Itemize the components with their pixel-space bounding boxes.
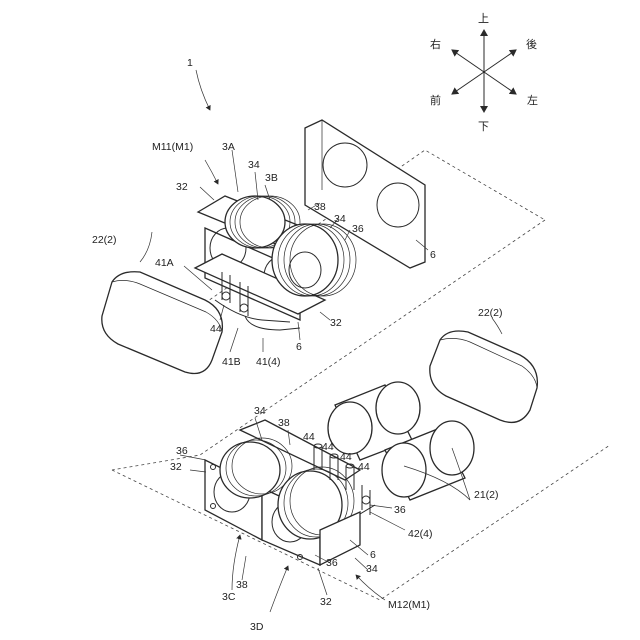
label-38-bottom: 38 <box>236 579 248 591</box>
label-m12: M12(M1) <box>388 599 430 611</box>
label-22-left: 22(2) <box>92 234 117 246</box>
label-44-c: 44 <box>340 451 352 463</box>
label-41-4: 41(4) <box>256 356 281 368</box>
label-36-lower-right: 36 <box>394 504 406 516</box>
cover-right <box>430 331 538 422</box>
label-32-lower-left: 32 <box>170 461 182 473</box>
label-44-a: 44 <box>303 431 315 443</box>
label-6-rear: 6 <box>430 249 436 261</box>
label-32-bottom: 32 <box>320 596 332 608</box>
label-6-mid: 6 <box>296 341 302 353</box>
direction-right-label: 右 <box>430 37 441 51</box>
label-32-top: 32 <box>176 181 188 193</box>
label-44-top: 44 <box>210 323 222 335</box>
label-41a: 41A <box>155 257 174 269</box>
label-36-bottom: 36 <box>326 557 338 569</box>
label-42: 42(4) <box>408 528 433 540</box>
direction-back-label: 後 <box>526 37 537 51</box>
label-32-mid: 32 <box>330 317 342 329</box>
label-3a: 3A <box>222 141 235 153</box>
label-assembly-1: 1 <box>187 57 193 69</box>
label-m11: M11(M1) <box>152 141 193 153</box>
label-44-b: 44 <box>322 441 334 453</box>
label-34-upper-right: 34 <box>334 213 346 225</box>
direction-up-label: 上 <box>478 12 489 25</box>
label-36-lower-left: 36 <box>176 445 188 457</box>
label-34-bottom: 34 <box>366 563 378 575</box>
label-3b: 3B <box>265 172 278 184</box>
label-44-d: 44 <box>358 461 370 473</box>
label-21: 21(2) <box>474 489 499 501</box>
label-38-lower: 38 <box>278 417 290 429</box>
direction-down-label: 下 <box>478 120 489 133</box>
label-38-top: 38 <box>314 201 326 213</box>
direction-left-label: 左 <box>527 94 538 107</box>
direction-front-label: 前 <box>430 93 441 107</box>
label-36-top: 36 <box>352 223 364 235</box>
cover-left <box>102 272 223 374</box>
label-34-lower: 34 <box>254 405 266 417</box>
label-34-top: 34 <box>248 159 260 171</box>
label-3d: 3D <box>250 621 264 633</box>
direction-compass: 上 下 右 左 前 後 <box>430 12 538 133</box>
label-6-lower: 6 <box>370 549 376 561</box>
label-3c: 3C <box>222 591 236 603</box>
label-22-right: 22(2) <box>478 307 503 319</box>
label-41b: 41B <box>222 356 241 368</box>
cylinders <box>328 382 474 500</box>
